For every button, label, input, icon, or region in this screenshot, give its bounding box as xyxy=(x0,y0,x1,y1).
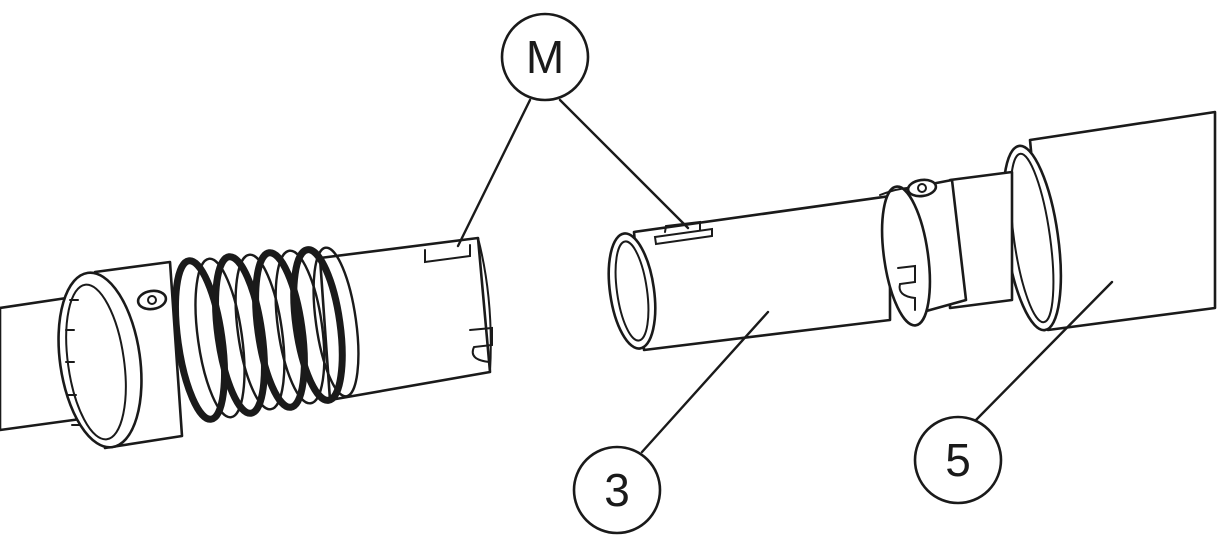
inner-tube-part-3 xyxy=(607,170,1014,352)
callout-m-label: M xyxy=(526,31,564,83)
coil-spring xyxy=(172,246,360,423)
callout-m: M xyxy=(500,12,590,102)
leader-lines xyxy=(456,98,1114,454)
callout-3: 3 xyxy=(572,445,662,535)
callout-5-label: 5 xyxy=(945,434,971,486)
left-assembly xyxy=(0,236,493,450)
callout-3-label: 3 xyxy=(604,464,630,516)
callout-5: 5 xyxy=(913,415,1003,505)
outer-tube-part-5 xyxy=(1001,110,1217,332)
